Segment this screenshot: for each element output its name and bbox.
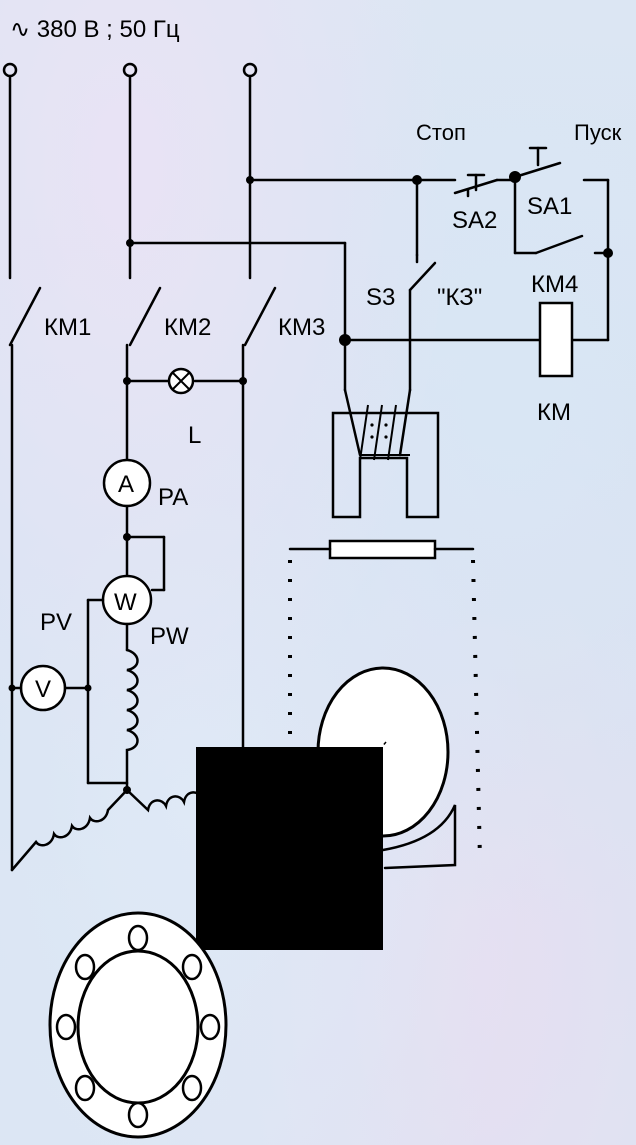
ammeter-label: PA: [158, 484, 188, 511]
start-label: Пуск: [574, 120, 622, 145]
load-lines: [10, 343, 247, 872]
terminal-2: [122, 62, 138, 78]
wattmeter: W PW: [86, 574, 189, 785]
voltmeter: V PV: [8, 609, 92, 712]
sa1-label: SA1: [527, 193, 572, 220]
stop-button-sa2: Стоп SA2: [416, 120, 517, 234]
km3-label: КМ3: [278, 314, 325, 341]
lamp: L: [167, 367, 201, 449]
ammeter-symbol: A: [118, 471, 134, 498]
supply-terminals: [2, 62, 258, 78]
km2-label: КМ2: [164, 314, 211, 341]
km4-label: КМ4: [531, 271, 578, 298]
short-circuit-switch: S3 "КЗ": [366, 253, 482, 311]
main-contacts: КМ1 КМ2 КМ3: [8, 286, 325, 347]
voltmeter-symbol: V: [35, 676, 51, 703]
sa2-label: SA2: [452, 207, 497, 234]
contactor-magnet: [331, 388, 440, 519]
voltmeter-label: PV: [40, 609, 72, 636]
ammeter: A PA: [102, 458, 188, 592]
wattmeter-label: PW: [150, 623, 189, 650]
kz-label: "КЗ": [437, 284, 482, 311]
wattmeter-symbol: W: [114, 589, 137, 616]
km1-label: КМ1: [44, 314, 91, 341]
supply-label: ∿ 380 В ; 50 Гц: [10, 16, 180, 43]
stop-label: Стоп: [416, 120, 466, 145]
motor-body: [196, 747, 383, 950]
lamp-label: L: [188, 422, 201, 449]
phase-lines: [8, 75, 252, 280]
control-wiring: [126, 175, 613, 392]
km-label: КМ: [537, 399, 571, 426]
armature-bar: [288, 539, 475, 560]
start-button-sa1: Пуск SA1: [509, 120, 622, 255]
motor-flange: [48, 911, 228, 1139]
terminal-1: [2, 62, 18, 78]
km-coil: КМ4 КМ: [531, 271, 578, 426]
terminal-3: [242, 62, 258, 78]
motor-windings: [10, 648, 212, 872]
s3-label: S3: [366, 284, 395, 311]
